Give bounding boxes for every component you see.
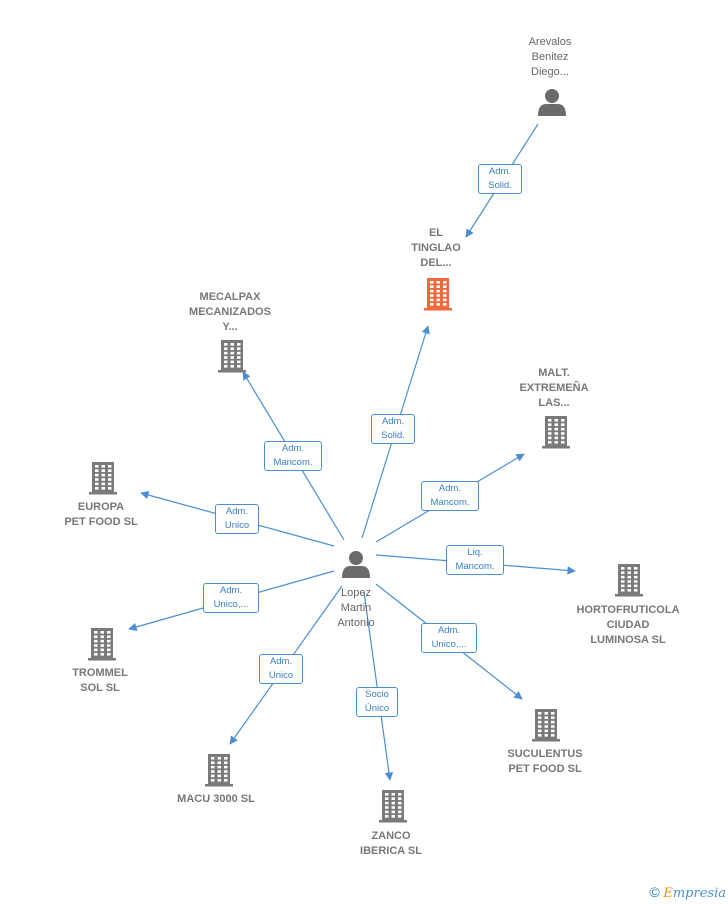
edge-label-zanco[interactable]: Socio Único <box>356 687 398 717</box>
brand-initial: E <box>663 886 673 901</box>
building-icon-tinglao[interactable] <box>424 278 452 311</box>
node-label-zanco[interactable]: ZANCO IBERICA SL <box>360 830 422 857</box>
icons-layer <box>88 89 643 823</box>
copyright-notice: © Empresia <box>649 884 726 901</box>
edge-center-to-zanco <box>363 591 394 781</box>
node-label-suculentus[interactable]: SUCULENTUS PET FOOD SL <box>507 748 583 775</box>
building-icon-hortofruticola[interactable] <box>615 564 643 597</box>
person-icon-arevalos[interactable] <box>538 89 566 116</box>
node-label-europa[interactable]: EUROPA PET FOOD SL <box>64 501 138 528</box>
node-label-macu[interactable]: MACU 3000 SL <box>177 793 255 805</box>
edges-layer <box>128 123 576 781</box>
building-icon-macu[interactable] <box>205 754 233 787</box>
brand-name: mpresia <box>672 886 726 901</box>
edge-label-suculentus[interactable]: Adm. Unico,... <box>421 623 477 653</box>
copyright-symbol: © <box>649 884 660 900</box>
building-icon-suculentus[interactable] <box>532 709 560 742</box>
node-label-tinglao[interactable]: EL TINGLAO DEL... <box>411 227 461 269</box>
building-icon-malt[interactable] <box>542 416 570 449</box>
edge-label-trommel[interactable]: Adm. Unico,... <box>203 583 259 613</box>
building-icon-trommel[interactable] <box>88 628 116 661</box>
node-label-arevalos[interactable]: Arevalos Benitez Diego... <box>528 36 572 78</box>
edge-label-europa[interactable]: Adm. Unico <box>215 504 259 534</box>
edge-label-hortofruticola[interactable]: Liq. Mancom. <box>446 545 504 575</box>
node-label-mecalpax[interactable]: MECALPAX MECANIZADOS Y... <box>189 291 271 333</box>
building-icon-mecalpax[interactable] <box>218 340 246 373</box>
edge-label-tinglao[interactable]: Adm. Solid. <box>478 164 522 194</box>
edge-label-tinglao[interactable]: Adm. Solid. <box>371 414 415 444</box>
person-icon-center[interactable] <box>342 551 370 578</box>
edge-label-mecalpax[interactable]: Adm. Mancom. <box>264 441 322 471</box>
node-label-malt[interactable]: MALT. EXTREMEÑA LAS... <box>519 367 589 409</box>
node-label-hortofruticola[interactable]: HORTOFRUTICOLA CIUDAD LUMINOSA SL <box>576 604 680 646</box>
building-icon-zanco[interactable] <box>379 790 407 823</box>
edge-label-malt[interactable]: Adm. Mancom. <box>421 481 479 511</box>
node-label-trommel[interactable]: TROMMEL SOL SL <box>72 667 128 694</box>
edge-label-macu[interactable]: Adm. Unico <box>259 654 303 684</box>
node-label-center[interactable]: Lopez Martin Antonio <box>337 587 375 629</box>
building-icon-europa[interactable] <box>89 462 117 495</box>
